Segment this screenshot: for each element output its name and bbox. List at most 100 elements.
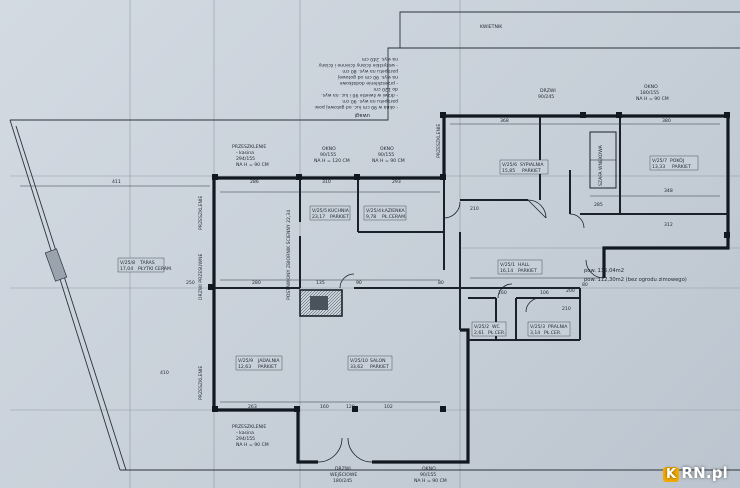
room-id: V/25/7 <box>652 158 667 164</box>
dimension-value: 348 <box>664 188 673 194</box>
opening-size: 294/155 <box>236 156 255 162</box>
dimension-value: 286 <box>250 179 259 185</box>
room-area: 23,17 <box>312 214 325 220</box>
dimension-value: 210 <box>562 306 571 312</box>
room-id: V/25/4 <box>366 208 381 214</box>
opening-type: DRZWI PRZESUWNE <box>198 253 204 300</box>
room-area: 13,33 <box>652 164 665 170</box>
dimension-value: 411 <box>112 179 121 185</box>
dimension-value: 293 <box>392 179 401 185</box>
room-floor: PARKIET <box>672 164 691 170</box>
opening-type: PRZESZKLENIE <box>232 424 266 430</box>
dimension-value: 310 <box>322 179 331 185</box>
note-line: - przeszklenie dodatkowe <box>339 80 398 86</box>
room-id: V/25/8 <box>120 260 135 266</box>
area-total: pow. 135,04m2 <box>584 268 624 274</box>
room-floor: PARKIET <box>370 364 389 370</box>
note-line: na wys. 90 cm od gotowej <box>338 74 398 80</box>
room-name: POKÓJ <box>670 157 684 164</box>
dimension-value: 160 <box>320 404 329 410</box>
room-label-kuchnia: V/25/5 KUCHNIA 23,17 PARKIET <box>309 205 351 221</box>
room-area: 16,14 <box>500 268 513 274</box>
chimney-label: POSTAWIONY ZBIORNIK ŚCIENNY 22,34 <box>285 210 292 300</box>
room-name: KUCHNIA <box>328 208 350 214</box>
room-name: TARAS <box>139 260 155 266</box>
opening-type: DRZWI <box>335 466 351 472</box>
room-label-lazienka: V/25/4 ŁAZIENKA 9,78 PŁ.CERAM. <box>363 205 407 221</box>
opening-size: 180/245 <box>333 478 352 484</box>
opening-sub: - kasina <box>236 430 254 436</box>
opening-sub: WEJŚCIOWE <box>330 471 357 478</box>
opening-type: PRZESZKLENIE <box>232 144 266 150</box>
chimney <box>299 289 343 317</box>
room-floor: PŁ.CER. <box>488 330 505 336</box>
room-area: 9,78 <box>366 214 376 220</box>
dimension-value: 120 <box>346 404 355 410</box>
room-name: WC <box>492 324 500 330</box>
interior-walls <box>214 116 728 341</box>
note-line: parapetu na wys. 90 cm <box>342 98 398 104</box>
opening-size: 90/155 <box>320 152 336 158</box>
krn-badge: K <box>663 467 680 482</box>
opening-size: 294/155 <box>236 436 255 442</box>
room-floor: PŁYTKI CERAM. <box>138 266 172 272</box>
room-label-jadalnia: V/25/9 JADALNIA 12,63 PARKIET <box>235 355 283 371</box>
room-area: 2,61 <box>474 330 484 336</box>
room-floor: PŁ.CER. <box>544 330 561 336</box>
opening-labels: PRZESZKLENIE - kasina 294/155 NA H = 90 … <box>198 24 669 484</box>
room-name: SYPIALNIA <box>520 162 544 168</box>
opening-type: OKNO <box>422 466 436 472</box>
room-floor: PARKIET <box>518 268 537 274</box>
opening-height: NA H = 90 CM <box>236 162 269 168</box>
room-area: 17,04 <box>120 266 133 272</box>
opening-size: 90/245 <box>538 94 554 100</box>
winter-garden-outline <box>9 11 740 471</box>
dimension-value: 80 <box>438 280 444 286</box>
dimension-value: 250 <box>186 280 195 286</box>
note-line: - drzwi w świetle 90 i luc. na wys. <box>321 92 398 99</box>
kwietnik-label: KWIETNIK <box>480 24 503 30</box>
dimension-value: 90 <box>356 280 362 286</box>
room-area: 12,63 <box>238 364 251 370</box>
room-name: SALON <box>370 358 386 364</box>
room-name: JADALNIA <box>257 358 280 364</box>
opening-size: 180/155 <box>640 90 659 96</box>
note-line: do 120 cm <box>373 86 398 92</box>
opening-size: 90/155 <box>420 472 436 478</box>
dimension-value: 263 <box>248 404 257 410</box>
opening-type: OKNO <box>644 84 658 90</box>
room-label-pralnia: V/25/3 PRALNIA 3,14 PŁ.CER. <box>527 321 571 337</box>
dimension-value: 160 <box>498 290 507 296</box>
room-id: V/25/3 <box>530 324 545 330</box>
dimension-value: 80 <box>582 282 588 288</box>
opening-height: NA H = 90 CM <box>236 442 269 448</box>
wardrobe-label: SZAFA WNĘKOWA <box>598 144 604 186</box>
room-floor: PARKIET <box>522 168 541 174</box>
dimension-value: 380 <box>662 118 671 124</box>
opening-type: OKNO <box>322 146 336 152</box>
room-id: V/25/2 <box>474 324 489 330</box>
room-label-salon: V/25/10 SALON 33,62 PARKIET <box>347 355 393 371</box>
dimension-value: 368 <box>500 118 509 124</box>
room-area: 33,62 <box>350 364 363 370</box>
dimension-value: 312 <box>664 222 673 228</box>
dimension-values: 411 286 310 293 210 368 380 348 280 135 … <box>112 118 673 410</box>
room-label-pokoj: V/25/7 POKÓJ 13,33 PARKIET <box>649 155 699 171</box>
chimney-flue <box>310 296 328 310</box>
room-area: 15,85 <box>502 168 515 174</box>
opening-height: NA H = 90 CM <box>636 96 669 102</box>
opening-type: PRZESZKLENIE <box>436 124 442 158</box>
room-name: ŁAZIENKA <box>381 208 405 214</box>
opening-height: NA H = 90 CM <box>414 478 447 484</box>
garden-stove <box>44 248 68 282</box>
opening-height: NA H = 90 CM <box>372 158 405 164</box>
columns <box>208 112 730 412</box>
opening-size: 90/155 <box>378 152 394 158</box>
opening-sub: - kasina <box>236 150 254 156</box>
opening-type: DRZWI <box>540 88 556 94</box>
dimension-value: 135 <box>316 280 325 286</box>
room-label-wc: V/25/2 WC 2,61 PŁ.CER. <box>471 321 507 337</box>
note-line: na wys. 240 cm <box>361 56 398 62</box>
notes-block: uwagi - okna w 90 cm luc. od gotowej pow… <box>314 56 398 118</box>
room-labels: V/25/8 TARAS 17,04 PŁYTKI CERAM. V/25/5 … <box>117 155 699 371</box>
